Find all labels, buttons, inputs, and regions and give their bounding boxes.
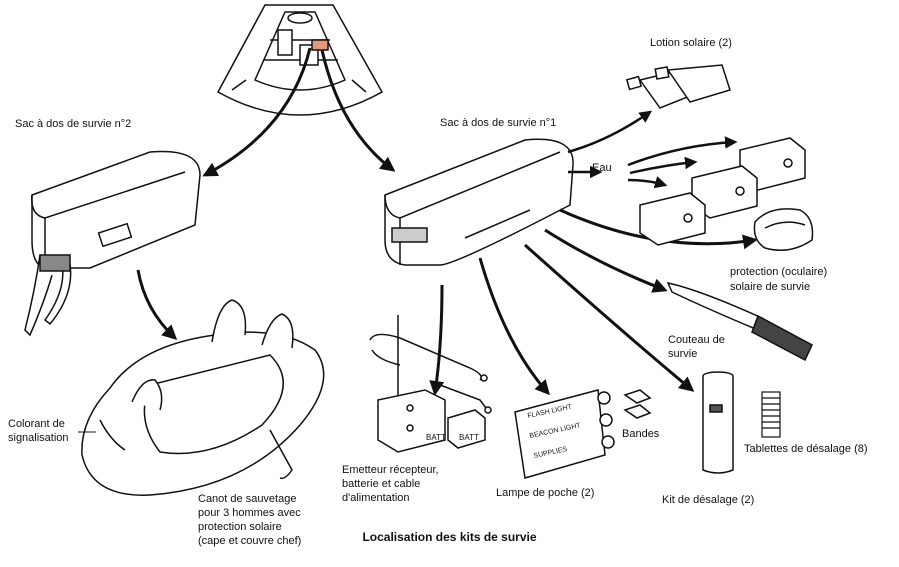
sac2-illustration bbox=[24, 150, 201, 337]
label-sac1: Sac à dos de survie n°1 bbox=[440, 117, 557, 129]
arrow-sac1-to-emetteur bbox=[429, 284, 445, 396]
label-canot-2: pour 3 hommes avec bbox=[198, 507, 301, 519]
label-tablettes: Tablettes de désalage (8) bbox=[744, 443, 868, 455]
arrow-capsule-to-sac1 bbox=[320, 49, 396, 172]
arrow-sac1-to-kit bbox=[523, 243, 695, 392]
label-canot-3: protection solaire bbox=[198, 521, 282, 533]
arrow-sac1-to-couteau bbox=[544, 228, 668, 293]
label-lotion: Lotion solaire (2) bbox=[650, 37, 732, 49]
label-bandes: Bandes bbox=[622, 428, 660, 440]
label-sac2: Sac à dos de survie n°2 bbox=[15, 118, 132, 130]
label-lampe: Lampe de poche (2) bbox=[496, 487, 595, 499]
label-couteau-1: Couteau de bbox=[668, 334, 725, 346]
arrow-eau-2 bbox=[629, 156, 698, 175]
canot-illustration bbox=[81, 299, 325, 496]
capsule-illustration bbox=[216, 4, 384, 116]
label-eau: Eau bbox=[592, 162, 612, 174]
label-canot-4: (cape et couvre chef) bbox=[198, 535, 302, 547]
sac1-illustration bbox=[384, 138, 574, 266]
lotion-illustration bbox=[625, 64, 731, 109]
tablets-illustration bbox=[761, 391, 781, 438]
batt-text-1: BATT bbox=[426, 433, 446, 442]
arrow-sac2-to-canot bbox=[136, 269, 178, 341]
label-canot-1: Canot de sauvetage bbox=[198, 493, 297, 505]
goggles-illustration bbox=[753, 208, 814, 251]
lampe-illustration: FLASH LIGHT BEACON LIGHT SUPPLIES bbox=[514, 389, 615, 479]
water-illustration bbox=[639, 137, 806, 246]
label-colorant-1: Colorant de bbox=[8, 418, 65, 430]
arrow-sac1-to-lampe bbox=[478, 257, 551, 396]
label-protection-1: protection (oculaire) bbox=[730, 266, 828, 278]
label-colorant-2: signalisation bbox=[8, 432, 69, 444]
label-emetteur-3: d'alimentation bbox=[342, 492, 410, 504]
arrow-eau-1 bbox=[627, 136, 738, 167]
kit-illustration bbox=[702, 371, 734, 474]
label-kit: Kit de désalage (2) bbox=[662, 494, 755, 506]
label-emetteur-2: batterie et cable bbox=[342, 478, 421, 490]
knife-illustration bbox=[666, 281, 813, 362]
diagram-caption: Localisation des kits de survie bbox=[362, 530, 537, 544]
arrow-capsule-to-sac2 bbox=[202, 47, 312, 177]
arrow-sac1-to-lotion bbox=[567, 110, 653, 154]
arrow-eau-3 bbox=[627, 176, 668, 189]
bandes-illustration bbox=[623, 389, 652, 419]
label-protection-2: solaire de survie bbox=[730, 281, 811, 293]
emetteur-illustration: BATT BATT bbox=[369, 315, 492, 453]
label-couteau-2: survie bbox=[668, 348, 698, 360]
label-emetteur-1: Emetteur récepteur, bbox=[342, 464, 439, 476]
batt-text-2: BATT bbox=[459, 433, 479, 442]
